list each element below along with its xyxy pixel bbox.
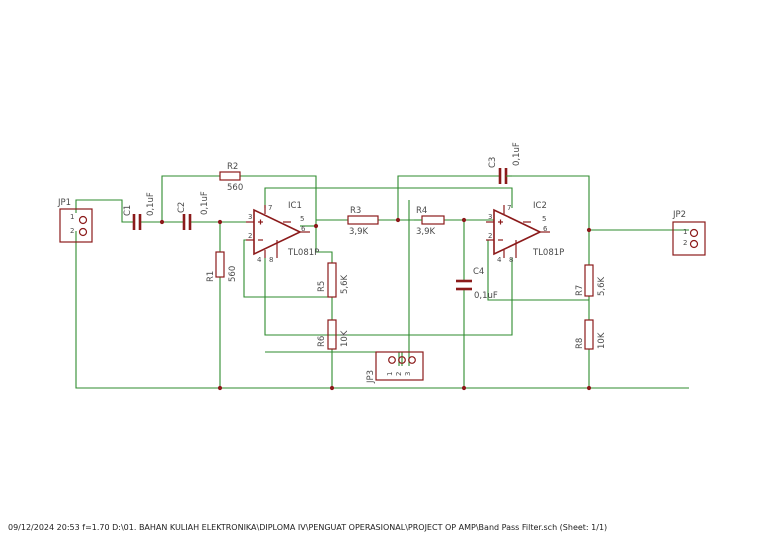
resistor-r3: R3 3,9K — [347, 206, 379, 237]
r2-value: 560 — [227, 183, 243, 193]
ic1-pin-2: 2 — [248, 232, 252, 240]
ic1-pin-8: 8 — [269, 256, 273, 264]
c2-value: 0,1uF — [200, 191, 210, 215]
connector-jp1: JP1 1 2 — [57, 198, 93, 243]
ic2-pin-7: 7 — [507, 204, 511, 212]
c3-value: 0,1uF — [512, 142, 522, 166]
ic1-pin-4: 4 — [257, 256, 262, 264]
jp3-pin-2: 2 — [395, 372, 403, 376]
r1-ref: R1 — [206, 271, 216, 282]
connector-jp2: JP2 1 2 — [672, 210, 706, 256]
junction — [461, 217, 467, 223]
jp2-pin-2: 2 — [683, 239, 687, 247]
status-footer: 09/12/2024 20:53 f=1.70 D:\01. BAHAN KUL… — [8, 523, 608, 532]
ic2-pin-6: 6 — [543, 225, 548, 233]
ic1-pin-6: 6 — [301, 225, 306, 233]
r5-ref: R5 — [317, 281, 327, 292]
resistor-r4: R4 3,9K — [414, 206, 445, 237]
c2-ref: C2 — [177, 202, 187, 213]
r8-value: 10K — [597, 332, 607, 349]
resistor-r1: R1 560 — [206, 251, 238, 282]
wires — [75, 175, 689, 389]
resistor-r8: R8 10K — [575, 319, 607, 350]
jp1-ref: JP1 — [57, 198, 71, 208]
r3-ref: R3 — [350, 206, 361, 216]
junction — [217, 219, 223, 225]
capacitor-c4: C4 0,1uF — [456, 267, 498, 301]
r6-value: 10K — [340, 330, 350, 347]
junction — [395, 217, 401, 223]
junction — [313, 223, 319, 229]
c1-ref: C1 — [123, 205, 133, 216]
c1-value: 0,1uF — [146, 192, 156, 216]
junction — [461, 385, 467, 391]
r7-value: 5,6K — [597, 276, 607, 296]
resistor-r5: R5 5,6K — [317, 262, 350, 298]
r8-ref: R8 — [575, 338, 585, 349]
junction — [586, 385, 592, 391]
r7-ref: R7 — [575, 285, 585, 296]
r6-ref: R6 — [317, 336, 327, 347]
ic2-pin-2: 2 — [488, 232, 492, 240]
r4-value: 3,9K — [416, 227, 436, 237]
ic2-pin-5: 5 — [542, 215, 546, 223]
resistor-r2: R2 560 — [219, 162, 243, 193]
junction — [586, 227, 592, 233]
ic2-pin-4: 4 — [497, 256, 502, 264]
ic1-ref: IC1 — [288, 201, 302, 211]
r1-value: 560 — [228, 266, 238, 282]
ic1-pin-3: 3 — [248, 213, 252, 221]
jp2-ref: JP2 — [672, 210, 686, 220]
ic1-value: TL081P — [287, 248, 319, 258]
r4-ref: R4 — [416, 206, 427, 216]
ic2-ref: IC2 — [533, 201, 547, 211]
opamp-ic1: IC1 TL081P 7 5 3 6 2 4 8 — [246, 201, 319, 264]
jp3-ref: JP3 — [366, 370, 376, 384]
ic1-pin-7: 7 — [268, 204, 272, 212]
junction — [217, 385, 223, 391]
ic2-value: TL081P — [532, 248, 564, 258]
jp1-pin-2: 2 — [70, 227, 74, 235]
connector-jp3: JP3 1 2 3 — [366, 351, 424, 384]
ic1-pin-5: 5 — [300, 215, 304, 223]
c4-value: 0,1uF — [474, 291, 498, 301]
ic2-pin-3: 3 — [488, 213, 492, 221]
jp3-pin-3: 3 — [404, 372, 412, 376]
c3-ref: C3 — [488, 157, 498, 168]
capacitor-c3: C3 0,1uF — [488, 142, 522, 184]
capacitor-c1: C1 0,1uF — [123, 192, 156, 230]
r5-value: 5,6K — [340, 274, 350, 294]
jp2-pin-1: 1 — [683, 228, 687, 236]
resistor-r6: R6 10K — [317, 319, 350, 350]
junction-dots — [159, 217, 592, 391]
junction — [329, 385, 335, 391]
ic2-pin-8: 8 — [509, 256, 513, 264]
capacitor-c2: C2 0,1uF — [177, 191, 210, 230]
jp3-pin-1: 1 — [386, 372, 394, 376]
r2-ref: R2 — [227, 162, 238, 172]
c4-ref: C4 — [473, 267, 484, 277]
r3-value: 3,9K — [349, 227, 369, 237]
jp1-pin-1: 1 — [70, 213, 74, 221]
junction — [159, 219, 165, 225]
resistor-r7: R7 5,6K — [575, 264, 607, 297]
opamp-ic2: IC2 TL081P 7 5 3 6 2 4 8 — [486, 201, 564, 264]
